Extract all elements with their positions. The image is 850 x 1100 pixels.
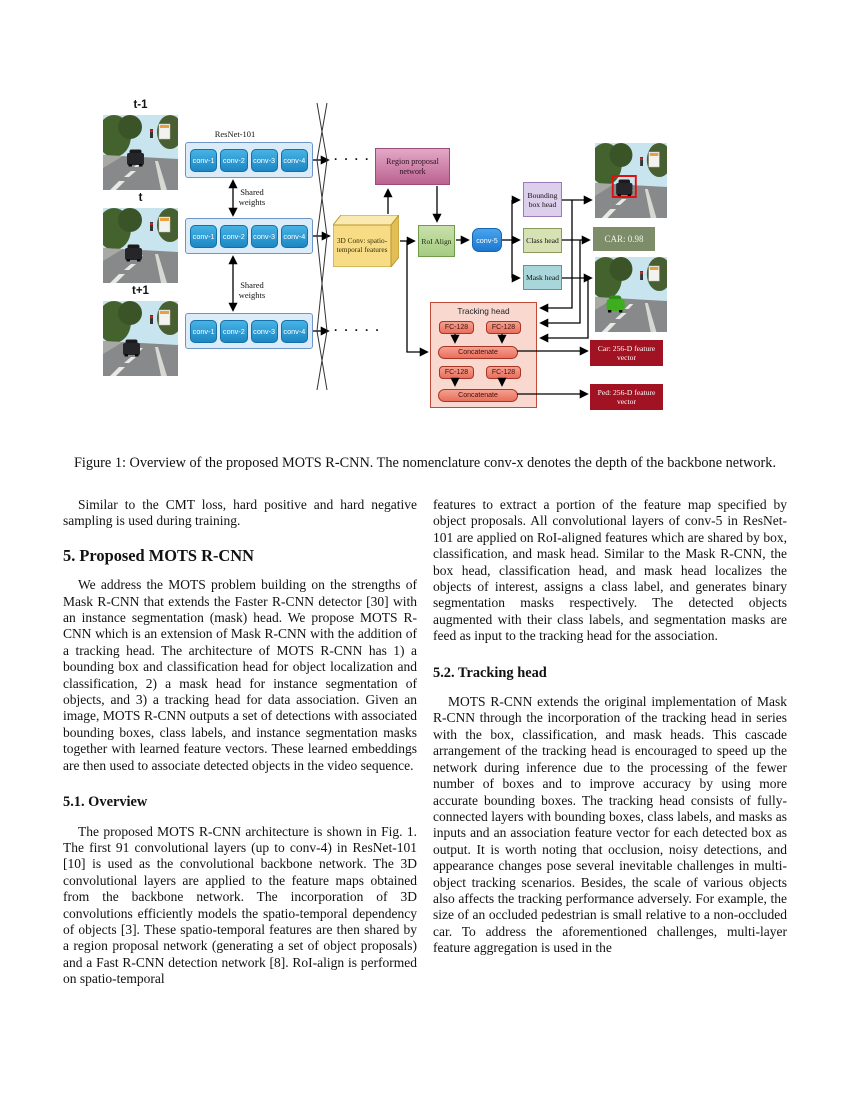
shared-weights-label: Shared weights [238,280,266,300]
tracking-head-label: Tracking head [457,306,510,316]
section-heading-5-2: 5.2. Tracking head [433,664,547,681]
conv4-block: conv-4 [280,224,308,248]
time-label-t: t [138,192,143,204]
conv2-block: conv-2 [220,224,248,248]
right-column: features to extract a portion of the fea… [433,497,787,957]
output-image-bounding-box [595,143,667,218]
class-head-box: Class head [523,228,562,253]
paragraph: features to extract a portion of the fea… [433,497,787,644]
output-image-segmentation-mask [595,257,667,332]
concatenate-block: Concatenate [438,346,518,359]
car-feature-vector-box: Car: 256-D feature vector [590,340,663,366]
roi-align-box: RoI Align [418,225,455,257]
shared-weights-label: Shared weights [238,187,266,207]
conv5-block: conv-5 [472,228,502,252]
fc-128-block: FC-128 [439,366,474,379]
input-image-t [103,208,178,283]
paragraph: We address the MOTS problem building on … [63,577,417,773]
detection-bounding-box [611,175,637,198]
paragraph: The proposed MOTS R-CNN architecture is … [63,823,417,987]
conv2-block: conv-2 [220,148,248,172]
fc-128-block: FC-128 [486,321,521,334]
conv3-block: conv-3 [250,148,278,172]
conv3d-label: 3D Conv: spatio-temporal features [336,235,388,254]
ped-feature-vector-box: Ped: 256-D feature vector [590,384,663,410]
conv1-block: conv-1 [190,224,218,248]
mask-head-box: Mask head [523,265,562,290]
conv4-block: conv-4 [280,148,308,172]
conv4-block: conv-4 [280,319,308,343]
ellipsis-dots: · · · · · [334,323,381,337]
conv2-block: conv-2 [220,319,248,343]
time-label-t-plus-1: t+1 [132,285,149,297]
figure-caption: Figure 1: Overview of the proposed MOTS … [73,455,777,471]
fc-128-block: FC-128 [486,366,521,379]
backbone-row-t-minus-1: conv-1 conv-2 conv-3 conv-4 [185,142,313,178]
figure-1-diagram: t-1 t t+1 [60,90,790,425]
section-heading-5-1: 5.1. Overview [63,794,148,811]
paragraph: MOTS R-CNN extends the original implemen… [433,694,787,956]
backbone-row-t-plus-1: conv-1 conv-2 conv-3 conv-4 [185,313,313,349]
conv3-block: conv-3 [250,224,278,248]
backbone-label: ResNet-101 [214,129,256,139]
concatenate-block: Concatenate [438,389,518,402]
left-column: Similar to the CMT loss, hard positive a… [63,497,417,988]
ellipsis-dots: · · · · · [334,152,381,166]
class-score-box: CAR: 0.98 [593,227,655,251]
backbone-row-t: conv-1 conv-2 conv-3 conv-4 [185,218,313,254]
conv3-block: conv-3 [250,319,278,343]
input-image-t-plus-1 [103,301,178,376]
conv1-block: conv-1 [190,319,218,343]
paragraph: Similar to the CMT loss, hard positive a… [63,497,417,529]
section-heading-5: 5. Proposed MOTS R-CNN [63,545,254,565]
input-image-t-minus-1 [103,115,178,190]
tracking-head-box: Tracking head FC-128 FC-128 Concatenate … [430,302,537,408]
fc-128-block: FC-128 [439,321,474,334]
region-proposal-network-box: Region proposal network [375,148,450,185]
time-label-t-minus-1: t-1 [133,99,148,111]
conv3d-block: 3D Conv: spatio-temporal features [333,215,399,267]
conv1-block: conv-1 [190,148,218,172]
bounding-box-head-box: Bounding box head [523,182,562,217]
